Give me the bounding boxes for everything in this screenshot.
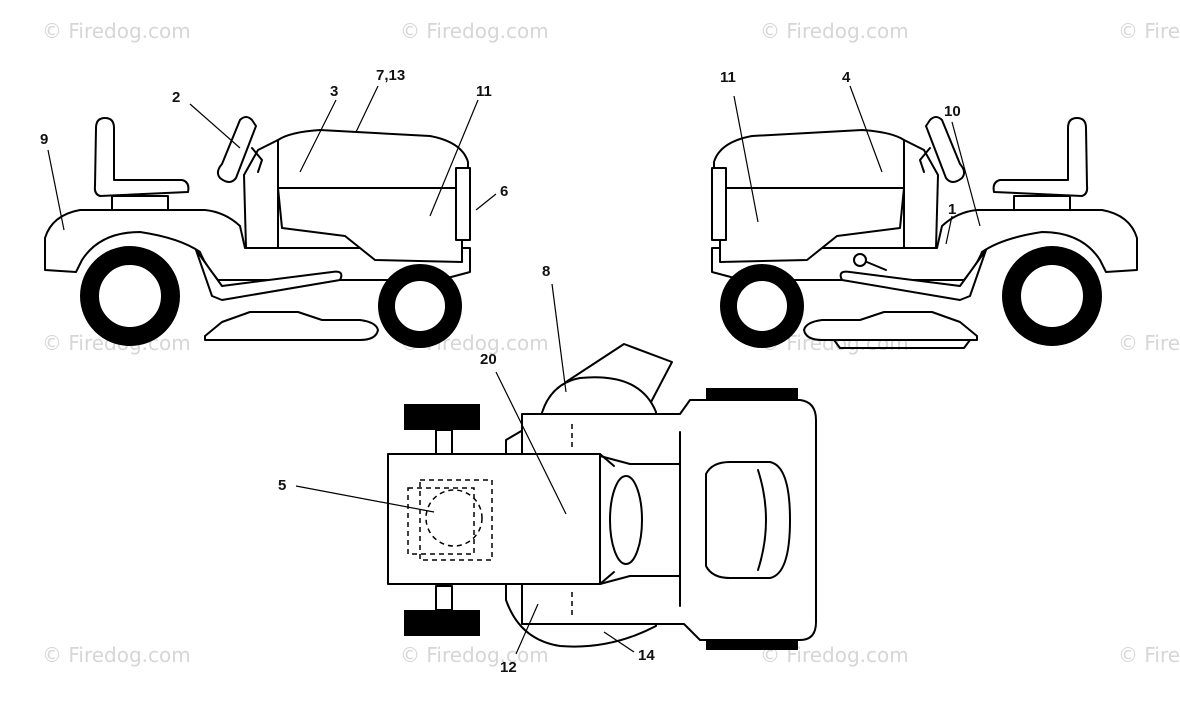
rear-wheel-hub: [97, 263, 163, 329]
front-wheel: [404, 404, 480, 430]
leader-line: [951, 121, 981, 227]
leader-line: [733, 95, 759, 223]
mower-deck: [204, 311, 379, 341]
callout-label: 11: [476, 83, 492, 100]
watermark: © Firedog.com: [760, 19, 909, 43]
front-wheel: [404, 610, 480, 636]
leader-line: [355, 85, 379, 133]
leader-line: [475, 193, 497, 211]
front-wheel-hub: [735, 279, 789, 333]
leader-line: [189, 103, 241, 149]
leader-line: [849, 85, 883, 173]
front-grille: [711, 167, 727, 241]
callout-label: 3: [330, 83, 338, 100]
tractor-right-side-view: 11 4 10 1: [711, 69, 1138, 349]
engine-outline: [419, 479, 493, 561]
front-axle: [435, 429, 453, 455]
hood-seam: [599, 453, 615, 467]
steering-wheel: [925, 116, 966, 183]
steering-column: [919, 147, 931, 173]
deck-underside: [833, 339, 971, 349]
callout-label: 8: [542, 263, 550, 280]
leader-line: [603, 631, 635, 653]
callout-label: 4: [842, 69, 851, 86]
callout-label: 5: [278, 477, 286, 494]
steering-wheel: [216, 116, 257, 183]
lever-knob: [853, 253, 867, 267]
hood: [713, 129, 905, 189]
callout-label: 6: [500, 183, 508, 200]
seat-support: [1013, 195, 1071, 211]
callout-label: 9: [40, 131, 48, 148]
leader-line: [945, 215, 953, 245]
leader-line: [295, 485, 435, 513]
dash-tower: [243, 139, 279, 249]
watermark: © Firedog.com: [1118, 643, 1180, 667]
hood: [277, 129, 469, 189]
side-frame: [195, 249, 343, 301]
seat-back: [757, 469, 767, 571]
leader-line: [515, 603, 539, 655]
leader-line: [551, 283, 567, 393]
rear-wheel-hub: [1019, 263, 1085, 329]
mower-deck: [803, 311, 978, 341]
watermark: © Firedog.com: [42, 19, 191, 43]
engine-fan: [425, 489, 483, 547]
watermark: © Firedog.com: [42, 643, 191, 667]
callout-label: 14: [638, 647, 655, 664]
callout-label: 11: [720, 69, 736, 86]
watermark: © Firedog.com: [1118, 19, 1180, 43]
callout-label: 10: [944, 103, 961, 120]
leader-line: [299, 99, 337, 173]
side-frame: [839, 249, 987, 301]
watermark: © Firedog.com: [1118, 331, 1180, 355]
engine-outline: [407, 487, 475, 555]
hood-seam: [599, 571, 615, 585]
steering-wheel-top: [609, 475, 643, 565]
dash-tower: [903, 139, 939, 249]
hood-top: [387, 453, 601, 585]
seat-support: [111, 195, 169, 211]
callout-label: 1: [948, 201, 956, 218]
seat-top: [705, 461, 791, 579]
front-wheel-hub: [393, 279, 447, 333]
front-grille: [455, 167, 471, 241]
leader-line: [429, 99, 479, 217]
seat: [992, 117, 1089, 197]
callout-label: 7,13: [376, 67, 405, 84]
front-axle: [435, 585, 453, 611]
callout-label: 20: [480, 351, 497, 368]
tractor-top-view: 8 20 5 12 14: [278, 263, 817, 676]
steering-column: [251, 147, 263, 173]
tractor-left-side-view: 2 3 7,13 11 9 6: [40, 67, 508, 348]
callout-label: 2: [172, 89, 180, 106]
seat: [93, 117, 190, 197]
leader-line: [47, 149, 65, 231]
callout-label: 12: [500, 659, 517, 676]
watermark: © Firedog.com: [400, 19, 549, 43]
watermark: © Firedog.com: [400, 643, 549, 667]
leader-line: [495, 371, 567, 515]
